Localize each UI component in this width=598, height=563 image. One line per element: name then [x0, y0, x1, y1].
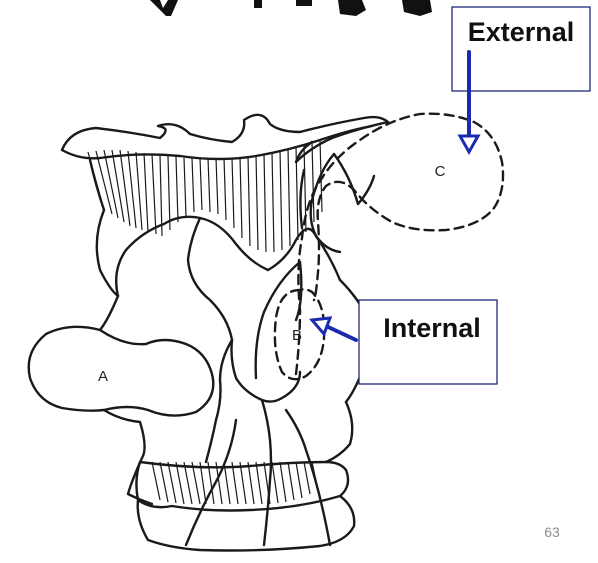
external-callout-text: External [468, 17, 575, 47]
upper-hatching [88, 140, 322, 252]
region-a-lobe [29, 327, 214, 416]
internal-arrow-head [312, 318, 330, 334]
region-b-label: B [292, 327, 302, 344]
internal-arrow-shaft [326, 326, 356, 340]
page-number: 63 [544, 524, 560, 540]
region-c-label: C [435, 163, 446, 180]
external-arrow-head [460, 136, 478, 152]
region-a-label: A [98, 368, 108, 385]
internal-callout-text: Internal [383, 313, 481, 343]
clipped-title-fragment [150, 0, 432, 16]
internal-callout: Internal [312, 300, 497, 384]
lower-hatching [152, 462, 318, 504]
external-callout: External [452, 7, 590, 152]
